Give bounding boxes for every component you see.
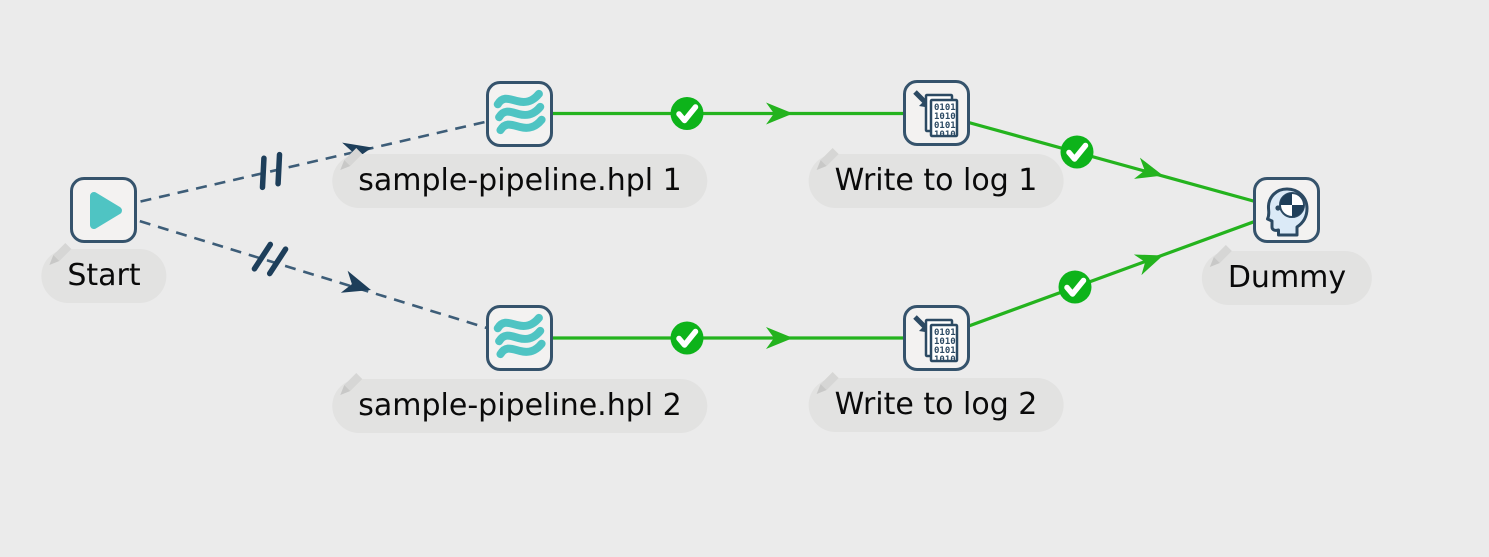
success-checkmark-icon[interactable]	[1058, 270, 1092, 304]
success-checkmark-icon[interactable]	[1060, 135, 1094, 169]
edit-pencil-icon	[816, 372, 839, 394]
write-to-log-icon: 0101 1010 0101 1010	[912, 89, 958, 140]
pipeline-waves-icon	[493, 313, 546, 358]
edit-pencil-icon	[49, 243, 72, 265]
hop-start-to-pipeline1[interactable]	[103, 112, 520, 212]
hop-arrow-icon	[766, 327, 793, 349]
svg-text:1010: 1010	[934, 355, 956, 365]
write-to-log2-action[interactable]: 0101 1010 0101 1010	[903, 305, 970, 371]
edit-pencil-icon	[1209, 245, 1232, 267]
node-label-start[interactable]: Start	[41, 243, 167, 303]
node-label-writelog1[interactable]: Write to log 1	[808, 148, 1064, 208]
svg-text:0101: 0101	[934, 121, 956, 131]
svg-text:1010: 1010	[934, 130, 956, 140]
pipeline2-action[interactable]	[486, 305, 553, 371]
edit-pencil-icon	[340, 373, 363, 395]
unconditional-marker-icon[interactable]	[256, 151, 286, 191]
success-checkmark-icon[interactable]	[670, 321, 704, 355]
node-label-dummy[interactable]: Dummy	[1201, 245, 1373, 305]
play-icon	[89, 191, 122, 229]
dummy-head-target-icon	[1265, 187, 1308, 236]
pipeline1-action[interactable]	[486, 81, 553, 147]
hop-arrow-icon	[1133, 254, 1163, 276]
hop-arrow-icon	[766, 102, 793, 125]
edit-pencil-icon	[816, 148, 839, 170]
node-label-text: Start	[67, 258, 141, 293]
pipeline-waves-icon	[493, 89, 546, 134]
edit-pencil-icon	[340, 148, 363, 170]
hop-start-to-pipeline2[interactable]	[103, 208, 520, 340]
svg-text:0101: 0101	[934, 103, 956, 113]
hop-writelog1-to-dummy[interactable]	[935, 111, 1287, 212]
svg-text:0101: 0101	[934, 328, 956, 338]
node-label-writelog2[interactable]: Write to log 2	[808, 372, 1064, 432]
success-checkmark-icon[interactable]	[670, 97, 704, 130]
dummy-action[interactable]	[1253, 177, 1320, 243]
svg-text:0101: 0101	[934, 346, 956, 356]
write-to-log1-action[interactable]: 0101 1010 0101 1010	[903, 80, 970, 146]
node-label-text: sample-pipeline.hpl 2	[358, 388, 682, 423]
node-label-text: Write to log 2	[834, 387, 1038, 422]
hop-arrow-icon	[1134, 157, 1163, 179]
node-label-text: Write to log 1	[834, 163, 1038, 198]
node-label-pipeline2[interactable]: sample-pipeline.hpl 2	[332, 373, 708, 433]
hop-arrow-icon	[340, 270, 371, 293]
start-action[interactable]	[70, 177, 137, 243]
node-label-pipeline1[interactable]: sample-pipeline.hpl 1	[332, 148, 708, 208]
svg-text:1010: 1010	[934, 337, 956, 347]
svg-text:1010: 1010	[934, 112, 956, 122]
unconditional-marker-icon[interactable]	[251, 241, 289, 277]
hop-writelog2-to-dummy[interactable]	[935, 208, 1287, 340]
write-to-log-icon: 0101 1010 0101 1010	[912, 314, 958, 365]
node-label-text: Dummy	[1227, 260, 1347, 295]
node-label-text: sample-pipeline.hpl 1	[358, 163, 682, 198]
